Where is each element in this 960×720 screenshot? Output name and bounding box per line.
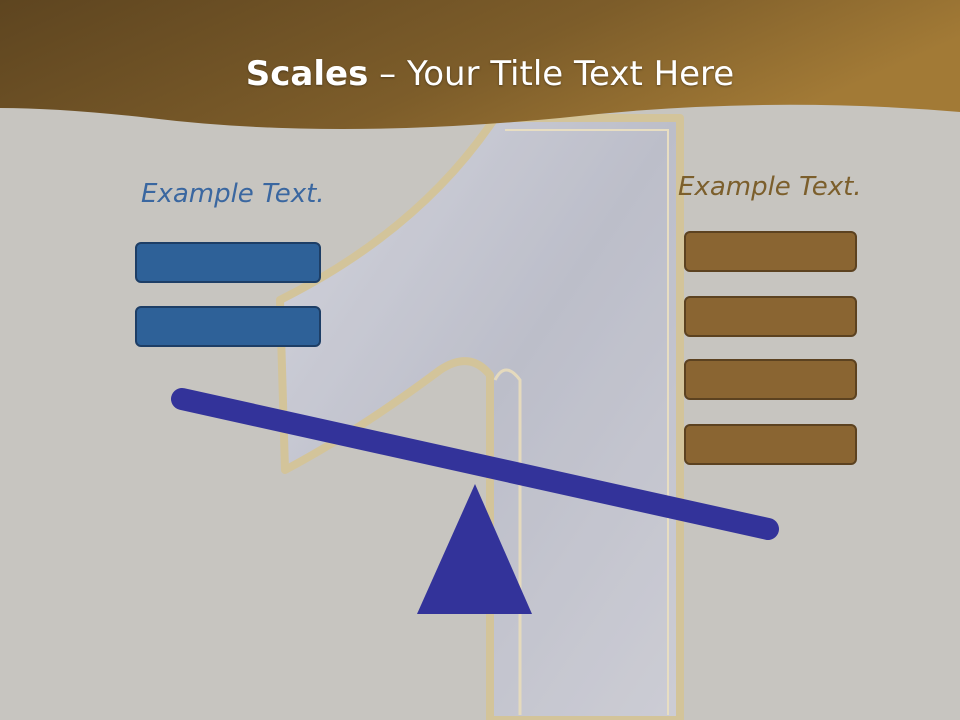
right-text-box xyxy=(684,296,857,337)
scale-fulcrum xyxy=(417,484,532,614)
right-text-box xyxy=(684,424,857,465)
slide-title: Scales – Your Title Text Here xyxy=(245,54,735,94)
right-text-box xyxy=(684,359,857,400)
scale-beam xyxy=(171,388,779,540)
left-text-box xyxy=(135,306,321,347)
right-text-box xyxy=(684,231,857,272)
left-text-box xyxy=(135,242,321,283)
numeral-one-decoration xyxy=(276,114,684,720)
right-label: Example Text. xyxy=(678,172,862,202)
left-label: Example Text. xyxy=(141,179,325,209)
